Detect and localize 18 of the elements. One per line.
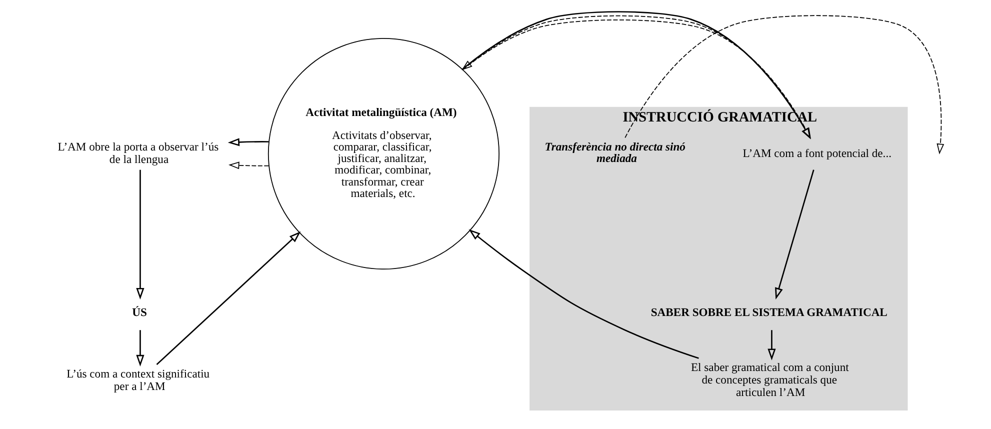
node-text: L’ús com a context significatiu per a l’AM: [66, 367, 210, 393]
node-text: SABER SOBRE EL SISTEMA GRAMATICAL: [650, 306, 887, 319]
node-circle: Activitat metalingüística (AM) Activitats d’observar, comparar, classificar, justificar, analitzar, modificar, combinar, transformar, crear materials, etc.: [267, 38, 499, 270]
arrow: [136, 330, 144, 366]
arrow: [136, 170, 144, 300]
arrow: [624, 15, 944, 154]
node-text: Transferència no directa sinó mediada: [544, 140, 685, 166]
node-text: L’AM com a font potencial de...: [742, 146, 891, 160]
arrow: [461, 15, 792, 108]
node-text: El saber gramatical com a conjunt de conceptes gramaticals que articulen l’AM: [690, 361, 848, 400]
arrow: [774, 170, 814, 300]
arrow: [227, 138, 268, 146]
arrow: [156, 231, 300, 365]
node-text: ÚS: [132, 306, 146, 319]
arrow: [767, 330, 776, 360]
node-text: L’AM obre la porta a observar l’ús de la llengua: [57, 140, 218, 166]
arrow: [468, 229, 698, 359]
arrow: [228, 162, 269, 170]
